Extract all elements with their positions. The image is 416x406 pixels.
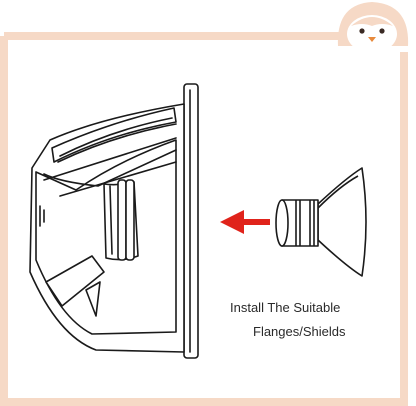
penguin-icon [337, 2, 409, 53]
arrow-left-icon [220, 210, 270, 234]
caption-line-1: Install The Suitable [230, 300, 341, 315]
frame-border [0, 32, 408, 406]
flange-shield-illustration [275, 167, 367, 277]
pump-body-illustration [29, 83, 199, 359]
caption-line-2: Flanges/Shields [253, 324, 346, 339]
